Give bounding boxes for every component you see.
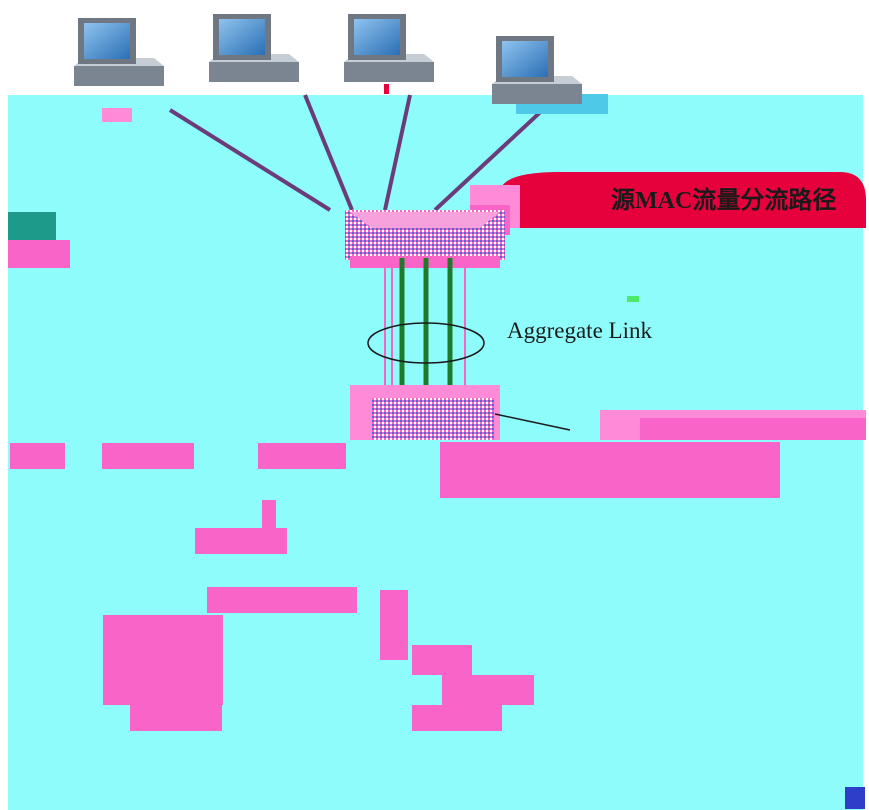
- aggregate-link-label: Aggregate Link: [507, 318, 652, 343]
- source-mac-traffic-label: 源MAC流量分流路径: [611, 188, 837, 214]
- computer-icon: [209, 14, 299, 82]
- switch-icon: [350, 385, 571, 440]
- red-marker: [384, 84, 389, 94]
- green-dot: [627, 296, 639, 302]
- left-pink-bar: [8, 240, 70, 268]
- dest-callout-inner: [640, 418, 866, 440]
- link-pc3: [383, 94, 412, 211]
- lower-topology-fragments: [10, 442, 780, 731]
- corner-badge: [845, 787, 865, 809]
- source-callout: [500, 172, 866, 228]
- computer-icon: [492, 36, 582, 104]
- link-pc1: [168, 108, 332, 212]
- computer-icon: [74, 18, 164, 86]
- link-pc4: [433, 103, 550, 212]
- aggregate-links: [399, 258, 453, 398]
- link-pc2: [303, 94, 354, 211]
- link-ghost-stripes: [384, 262, 466, 400]
- computer-icon: [344, 14, 434, 82]
- pc-links: [168, 94, 550, 212]
- pc1-label-bg: [102, 108, 132, 122]
- aggregate-ellipse: [367, 322, 485, 364]
